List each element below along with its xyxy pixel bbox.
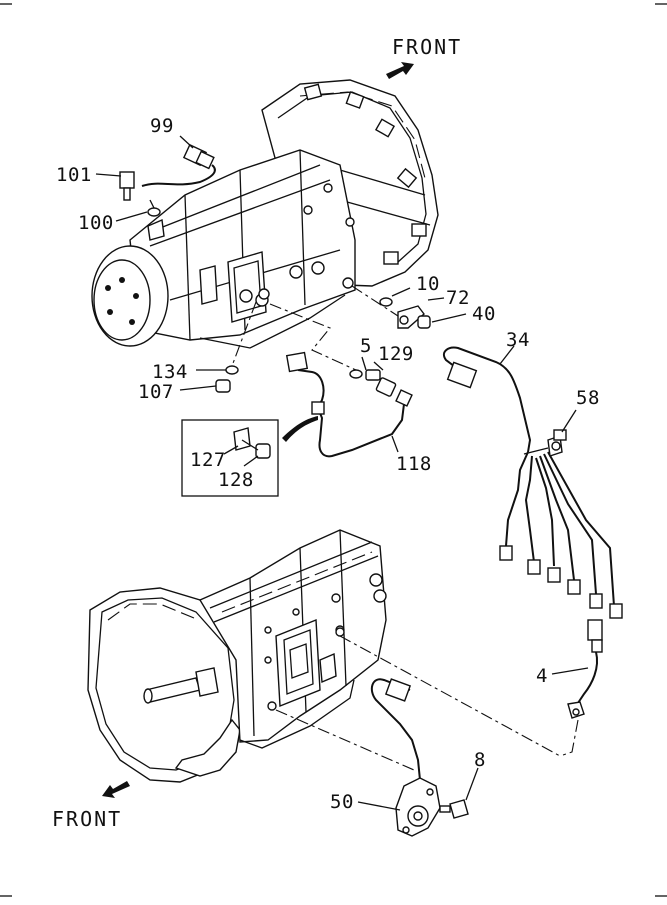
front-arrow-upper: FRONT [386,35,462,79]
label-58: 58 [576,387,600,409]
part-labels: 99 101 100 10 72 40 5 129 34 58 134 107 … [56,115,600,813]
parts-10-72-40 [351,285,467,329]
label-128: 128 [218,469,254,491]
label-5: 5 [360,335,372,357]
label-127: 127 [190,449,226,471]
label-100: 100 [78,212,114,234]
parts-134-107 [179,301,257,393]
label-118: 118 [396,453,432,475]
part-100-washer [147,199,161,217]
part-101-bolt [119,171,135,201]
label-129: 129 [378,343,414,365]
corner-marks [0,3,667,897]
label-50: 50 [330,791,354,813]
label-4: 4 [536,665,548,687]
parts-5-129-118 [269,303,413,458]
label-10: 10 [416,273,440,295]
label-134: 134 [152,361,188,383]
front-label-lower: FRONT [52,807,122,831]
label-72: 72 [446,287,470,309]
label-107: 107 [138,381,174,403]
front-label-upper: FRONT [392,35,462,59]
label-34: 34 [506,329,530,351]
parts-50-8 [357,678,479,837]
front-arrow-lower: FRONT [52,781,130,831]
label-8: 8 [474,749,486,771]
part-99-harness [141,143,216,187]
label-99: 99 [150,115,174,137]
label-101: 101 [56,164,92,186]
part-4-harness [551,619,603,757]
upper-transmission [91,79,439,349]
inset-box [181,416,318,497]
lower-transmission [87,529,387,783]
parts-34-58-harness [442,345,623,619]
label-40: 40 [472,303,496,325]
